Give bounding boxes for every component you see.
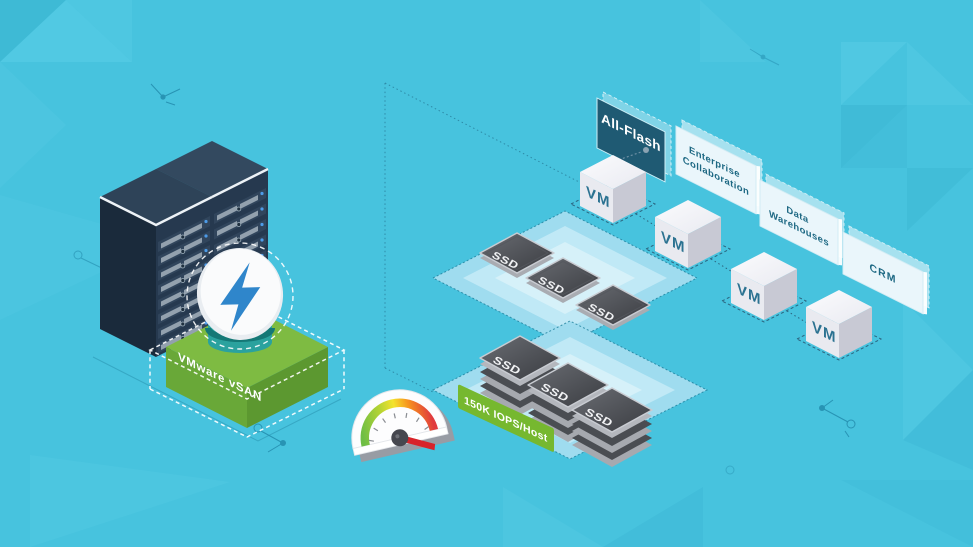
ssd-chip-2: SSD: [525, 257, 601, 303]
banner-dot: [643, 147, 649, 153]
vm-cube-4: VM: [806, 290, 872, 358]
ssd-chip-1: SSD: [479, 232, 555, 278]
rack-edge-highlight: [211, 167, 269, 199]
speedometer-icon: [351, 389, 455, 463]
gauge-ticks: [368, 412, 429, 442]
vm-cube-1: VM: [580, 155, 646, 223]
vm-cubes: VM VM VM VM: [569, 155, 883, 361]
circuit-decorations: [73, 48, 856, 475]
ssd-stack-3: SSD: [571, 387, 653, 467]
server-rack-left: [99, 169, 213, 357]
circuit-node-top-right: [749, 48, 780, 66]
vm-cube-2: VM: [655, 200, 721, 268]
thin-diamond-line: [92, 356, 342, 442]
lightning-badge: [186, 242, 294, 350]
app-panel-crm: CRM: [842, 225, 930, 315]
app-panel-data-warehouses: Data Warehouses: [759, 173, 845, 266]
ssd-chip-3: SSD: [575, 284, 651, 330]
vsan-platform: VMware vSAN: [166, 306, 328, 428]
dashed-ring: [186, 242, 294, 350]
wireframe-lines: [384, 82, 637, 393]
circuit-node-top-left: [150, 83, 181, 106]
app-panel-enterprise-collaboration: Enterprise Collaboration: [675, 119, 763, 215]
circuit-circle-small: [725, 465, 735, 475]
circuit-node-bottom-right: [819, 399, 856, 438]
vm-cube-3: VM: [731, 252, 797, 320]
lightning-bolt-icon: [220, 262, 261, 331]
gauge-hub: [391, 429, 409, 447]
all-flash-banner: All-Flash: [596, 91, 672, 183]
rack-edge-highlight: [99, 195, 213, 227]
circuit-node-bottom-center: [253, 423, 286, 453]
